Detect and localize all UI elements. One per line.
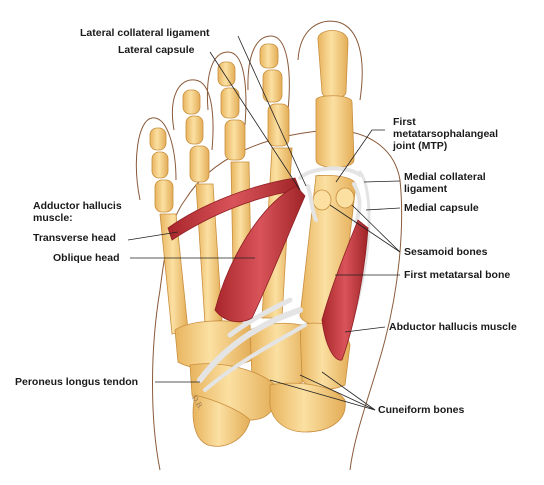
abductor-hallucis-muscle xyxy=(321,219,369,361)
label-adductor-line1: Adductor hallucis xyxy=(33,200,122,212)
label-lateral-capsule: Lateral capsule xyxy=(118,44,195,56)
phalanges xyxy=(149,30,355,213)
label-adductor-line2: muscle: xyxy=(33,212,73,224)
oblique-head-muscle xyxy=(214,185,306,323)
label-first-mtp-line3: joint (MTP) xyxy=(393,140,448,152)
label-sesamoid-bones: Sesamoid bones xyxy=(404,246,488,258)
label-transverse-head: Transverse head xyxy=(33,232,116,244)
label-first-metatarsal-bone: First metatarsal bone xyxy=(404,269,511,281)
label-lateral-collateral-ligament: Lateral collateral ligament xyxy=(80,27,210,39)
label-medial-capsule: Medial capsule xyxy=(404,202,479,214)
label-peroneus-longus: Peroneus longus tendon xyxy=(15,376,139,388)
label-abductor-hallucis: Abductor hallucis muscle xyxy=(389,321,517,333)
label-cuneiform-bones: Cuneiform bones xyxy=(378,404,465,416)
label-medial-collateral-line1: Medial collateral xyxy=(404,171,486,183)
label-oblique-head: Oblique head xyxy=(53,252,120,264)
label-first-mtp-line2: metatarsophalangeal xyxy=(393,128,499,140)
label-first-mtp-line1: First xyxy=(393,116,416,128)
leader-lines xyxy=(127,35,401,411)
tarsal-bones xyxy=(174,320,351,447)
label-medial-collateral-line2: ligament xyxy=(404,183,448,195)
